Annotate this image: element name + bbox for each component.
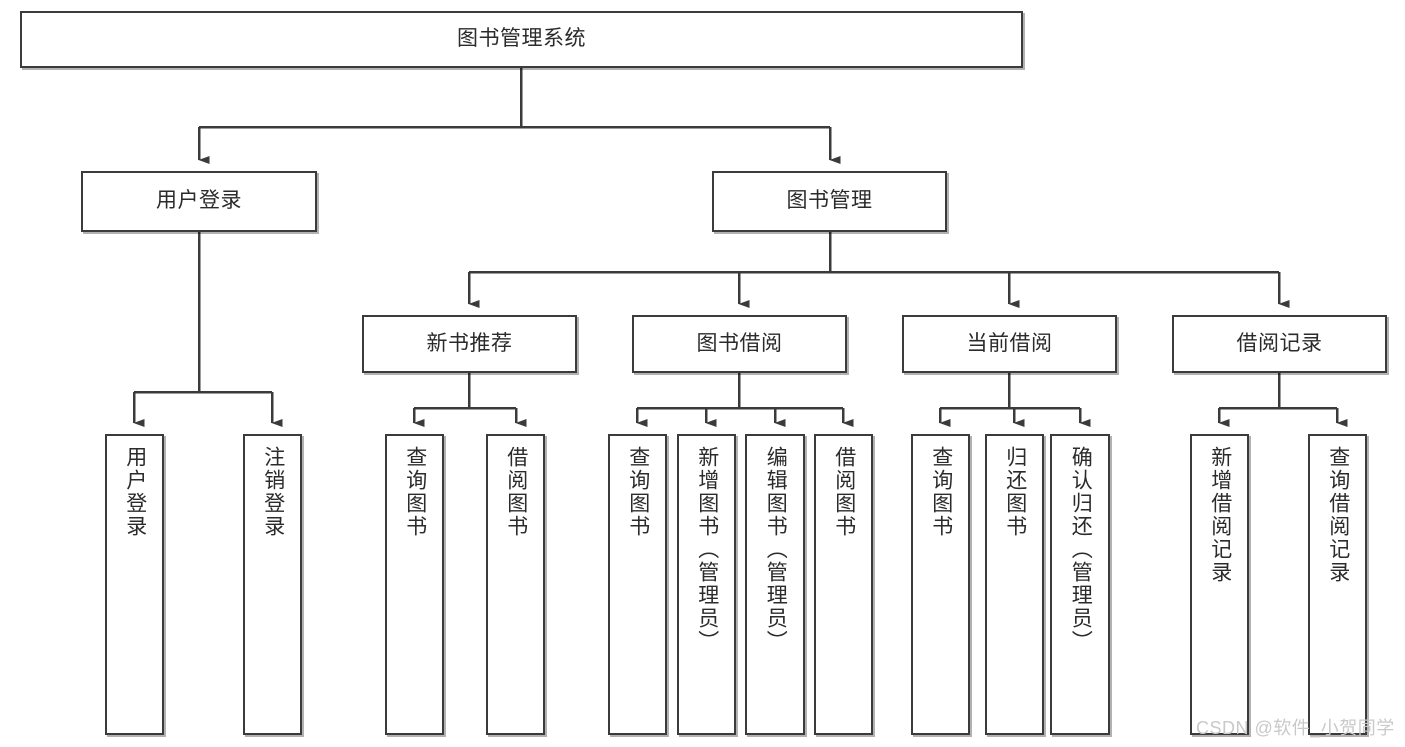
node-leaf-confirm-return-label: 确认归还（管理员） [1069,446,1093,653]
node-book-borrow[interactable]: 图书借阅 [632,315,847,373]
node-root[interactable]: 图书管理系统 [20,11,1023,68]
node-book-management-label: 图书管理 [786,189,873,213]
node-borrow-record-label: 借阅记录 [1236,331,1323,355]
node-leaf-query-book-2[interactable]: 查询图书 [608,434,667,735]
node-leaf-add-borrow-record[interactable]: 新增借阅记录 [1190,434,1249,735]
node-new-book-recommend-label: 新书推荐 [426,331,513,355]
node-leaf-return-book-label: 归还图书 [1003,446,1027,538]
node-leaf-user-login[interactable]: 用户登录 [105,434,164,735]
node-leaf-add-borrow-record-label: 新增借阅记录 [1208,446,1232,584]
node-leaf-query-book-3[interactable]: 查询图书 [911,434,970,735]
node-leaf-add-book[interactable]: 新增图书（管理员） [677,434,736,735]
watermark: CSDN @软件_小贺同学 [1196,718,1395,738]
node-leaf-borrow-book-1[interactable]: 借阅图书 [486,434,545,735]
node-root-label: 图书管理系统 [457,27,586,51]
node-new-book-recommend[interactable]: 新书推荐 [362,315,577,373]
node-current-borrow-label: 当前借阅 [966,331,1053,355]
node-leaf-borrow-book-1-label: 借阅图书 [504,446,528,538]
node-leaf-confirm-return[interactable]: 确认归还（管理员） [1050,434,1110,735]
node-leaf-user-login-label: 用户登录 [123,446,147,538]
node-user-login-label: 用户登录 [156,189,242,213]
node-leaf-edit-book-label: 编辑图书（管理员） [764,446,788,653]
node-user-login[interactable]: 用户登录 [81,171,317,232]
node-leaf-edit-book[interactable]: 编辑图书（管理员） [745,434,805,735]
node-leaf-query-book-2-label: 查询图书 [626,446,650,538]
node-leaf-return-book[interactable]: 归还图书 [985,434,1044,735]
node-book-borrow-label: 图书借阅 [696,331,783,355]
node-book-management[interactable]: 图书管理 [712,171,947,232]
node-borrow-record[interactable]: 借阅记录 [1172,315,1387,373]
node-leaf-borrow-book-2[interactable]: 借阅图书 [814,434,873,735]
node-leaf-query-book-1[interactable]: 查询图书 [385,434,444,735]
node-current-borrow[interactable]: 当前借阅 [902,315,1117,373]
node-leaf-query-borrow-record[interactable]: 查询借阅记录 [1308,434,1367,735]
node-leaf-logout-login[interactable]: 注销登录 [243,434,302,735]
node-leaf-query-book-3-label: 查询图书 [929,446,953,538]
node-leaf-borrow-book-2-label: 借阅图书 [832,446,856,538]
node-leaf-query-borrow-record-label: 查询借阅记录 [1326,446,1350,584]
node-leaf-add-book-label: 新增图书（管理员） [695,446,719,653]
node-leaf-logout-login-label: 注销登录 [261,446,285,538]
node-leaf-query-book-1-label: 查询图书 [403,446,427,538]
